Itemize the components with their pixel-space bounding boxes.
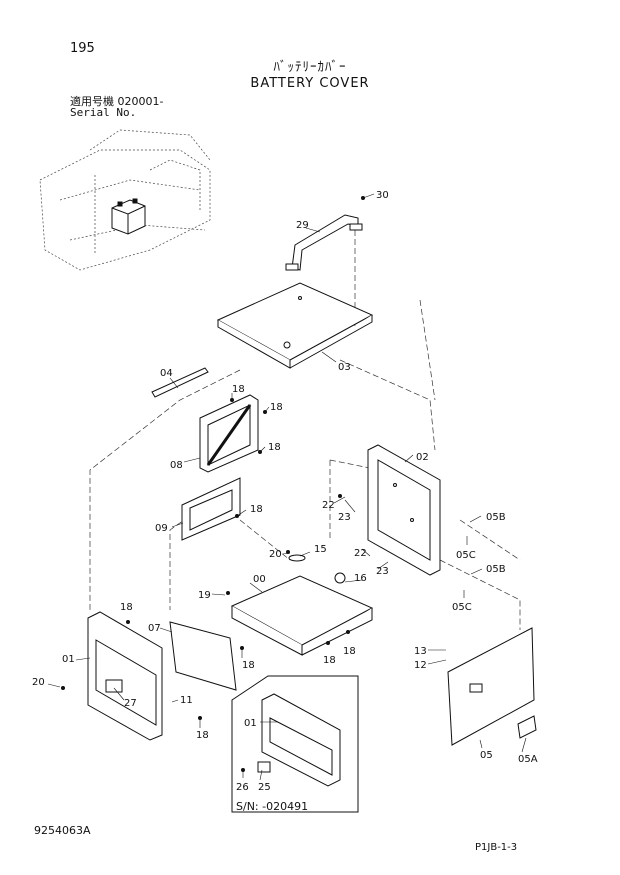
callout-05C-b: 05C xyxy=(452,602,472,613)
handle-part xyxy=(285,214,363,271)
title-english: BATTERY COVER xyxy=(250,76,370,91)
callout-08: 08 xyxy=(170,460,183,471)
machine-overview-sketch xyxy=(39,129,211,271)
serial-applicable-label: 適用号機 020001- xyxy=(70,96,163,107)
callout-11: 11 xyxy=(180,695,193,706)
base-tray-part xyxy=(230,554,374,656)
serial-value: 020001- xyxy=(117,95,164,108)
callout-20-a: 20 xyxy=(269,549,282,560)
callout-05: 05 xyxy=(480,750,493,761)
callout-05B-a: 05B xyxy=(486,512,506,523)
serial-label-jp: 適用号機 xyxy=(70,95,114,108)
callout-18-a: 18 xyxy=(232,384,245,395)
callout-02: 02 xyxy=(416,452,429,463)
battery-highlight-icon xyxy=(111,198,146,235)
callout-07: 07 xyxy=(148,623,161,634)
callout-18-h: 18 xyxy=(323,655,336,666)
callout-03: 03 xyxy=(338,362,351,373)
callout-05B-b: 05B xyxy=(486,564,506,575)
callout-23-b: 23 xyxy=(376,566,389,577)
left-frame-part xyxy=(87,611,163,741)
callout-13: 13 xyxy=(414,646,427,657)
callout-15: 15 xyxy=(314,544,327,555)
callout-18-b: 18 xyxy=(270,402,283,413)
callout-18-e: 18 xyxy=(120,602,133,613)
callout-18-g: 18 xyxy=(242,660,255,671)
callout-05A: 05A xyxy=(518,754,538,765)
callout-05C-a: 05C xyxy=(456,550,476,561)
side-frame-part xyxy=(367,444,441,576)
lower-bracket-panel xyxy=(181,477,241,541)
cover-panel-part xyxy=(447,627,537,746)
callout-09: 09 xyxy=(155,523,168,534)
title-japanese: ﾊﾞｯﾃﾘｰｶﾊﾞｰ xyxy=(273,60,347,75)
callout-18-d: 18 xyxy=(250,504,263,515)
callout-18-i: 18 xyxy=(343,646,356,657)
serial-label-en: Serial No. xyxy=(70,106,137,119)
page-number: 195 xyxy=(70,41,95,56)
callout-29: 29 xyxy=(296,220,309,231)
leader-lines xyxy=(47,193,527,781)
callout-18-c: 18 xyxy=(268,442,281,453)
callout-30: 30 xyxy=(376,190,389,201)
callout-19: 19 xyxy=(198,590,211,601)
footer-code-right: P1JB-1-3 xyxy=(475,842,518,853)
callout-04: 04 xyxy=(160,368,173,379)
inset-variant-box xyxy=(231,675,359,813)
inset-serial-label: S/N: -020491 xyxy=(236,800,309,813)
callout-22-b: 22 xyxy=(354,548,367,559)
front-panel-part xyxy=(169,621,237,691)
callout-26: 26 xyxy=(236,782,249,793)
callout-22-a: 22 xyxy=(322,500,335,511)
top-cover-plate xyxy=(216,282,374,369)
callout-27: 27 xyxy=(124,698,137,709)
callout-01: 01 xyxy=(62,654,75,665)
callout-12: 12 xyxy=(414,660,427,671)
callout-18-f: 18 xyxy=(196,730,209,741)
callout-labels: 30 29 03 04 18 18 18 08 18 09 02 22 23 0… xyxy=(32,190,538,793)
callout-25: 25 xyxy=(258,782,271,793)
footer-code-left: 9254063A xyxy=(34,824,91,837)
diagonal-bracket-panel xyxy=(199,394,259,473)
callout-23-a: 23 xyxy=(338,512,351,523)
callout-01-inset: 01 xyxy=(244,718,257,729)
callout-20-b: 20 xyxy=(32,677,45,688)
strip-bar-part xyxy=(151,367,209,398)
callout-00: 00 xyxy=(253,574,266,585)
callout-16: 16 xyxy=(354,573,367,584)
